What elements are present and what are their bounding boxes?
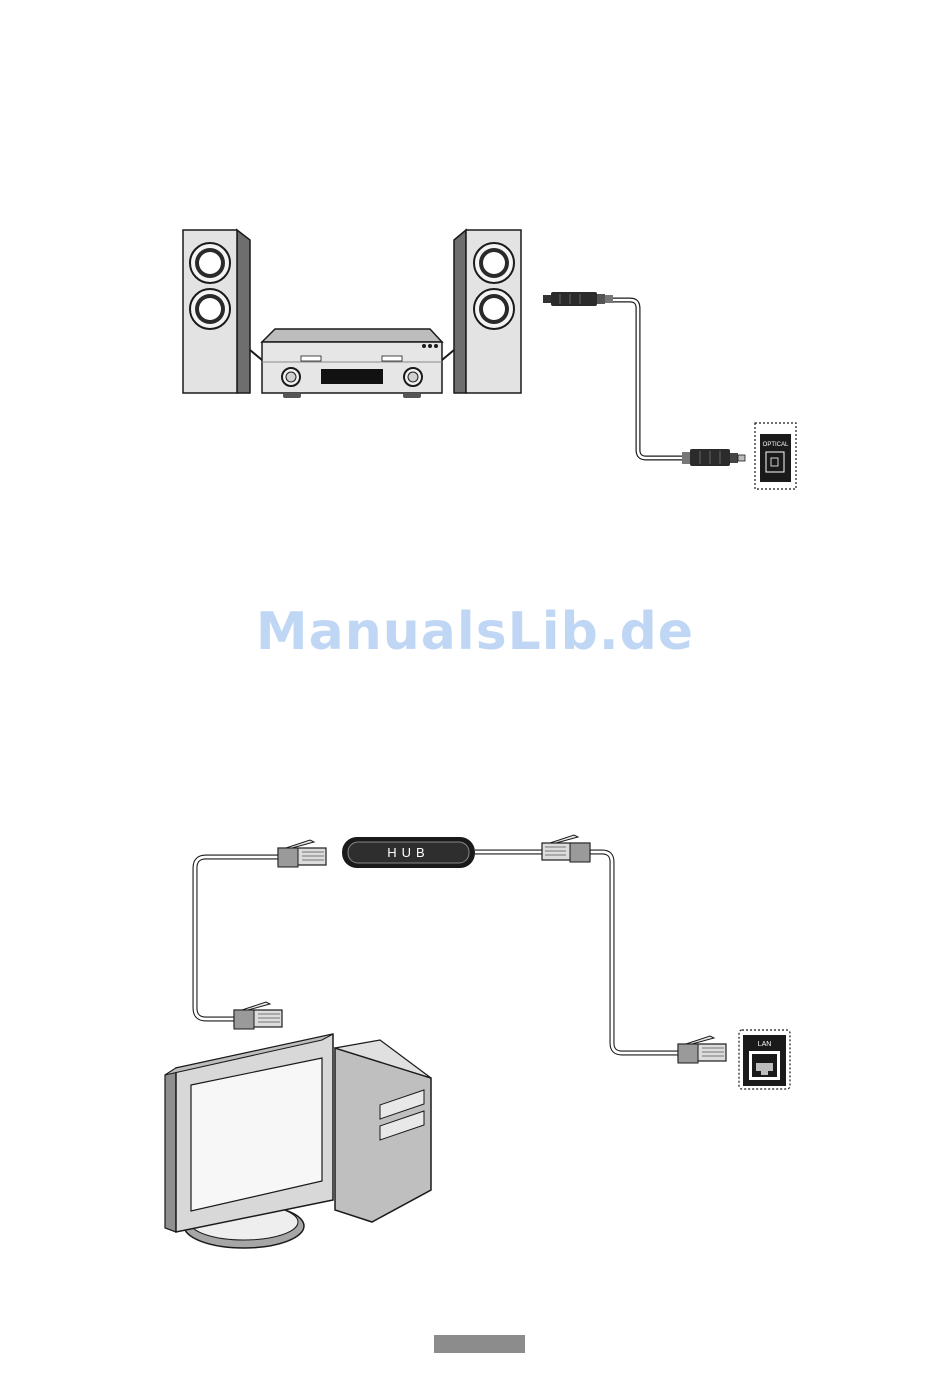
lan-port-label: LAN [758, 1041, 772, 1048]
optical-connection-diagram: OPTICAL [183, 230, 796, 489]
rj45-plug-left-bottom [234, 1002, 282, 1029]
optical-port-label: OPTICAL [763, 442, 789, 448]
left-speaker [183, 230, 250, 393]
optical-plug-bottom [682, 449, 745, 466]
network-hub: HUB [342, 837, 475, 868]
optical-port: OPTICAL [755, 423, 796, 489]
computer-monitor [165, 1034, 333, 1248]
watermark-text: ManualsLib.de [0, 602, 950, 662]
computer-tower [335, 1040, 431, 1222]
lan-cable-left [195, 857, 278, 1019]
page-number-tab [434, 1335, 525, 1353]
rj45-plug-right-top [542, 835, 590, 862]
network-connection-diagram: HUB LAN [165, 835, 790, 1248]
rj45-plug-left-top [278, 840, 326, 867]
rj45-plug-right-bottom [678, 1036, 726, 1063]
audio-receiver [262, 329, 442, 398]
right-speaker [454, 230, 521, 393]
optical-cable [612, 300, 682, 458]
hub-label: HUB [387, 845, 429, 860]
optical-plug-top [543, 292, 613, 306]
lan-cable-right [475, 852, 678, 1053]
lan-port: LAN [739, 1030, 790, 1089]
